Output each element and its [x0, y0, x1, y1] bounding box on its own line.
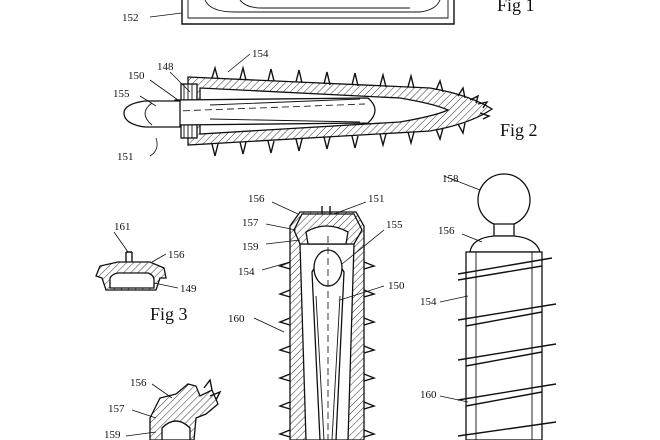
- label-156-fig3: 156: [168, 249, 185, 261]
- label-161: 161: [114, 221, 131, 233]
- label-154-section: 154: [238, 266, 255, 278]
- partial-leader-156: [151, 383, 173, 399]
- partial-recess: [161, 420, 191, 440]
- label-158: 158: [442, 173, 459, 185]
- section-leader-151: [333, 201, 367, 215]
- section-capsule-inner: [315, 295, 341, 440]
- fig1-outer-frame: [181, 0, 455, 25]
- fig2-spikes-top: [211, 65, 466, 99]
- section-cap-recess: [305, 225, 349, 245]
- label-152: 152: [122, 12, 139, 24]
- fig1-leader-152: [149, 12, 183, 18]
- label-157-section: 157: [242, 217, 259, 229]
- section-leader-150: [339, 285, 385, 301]
- partial-leader-159: [125, 431, 157, 437]
- fig2-spikes-bottom: [211, 122, 466, 157]
- figure-2: 154 148 150 155 151 Fig 2: [113, 48, 538, 163]
- fig1-body-outline: [204, 0, 441, 13]
- section-spikes-right: [363, 261, 377, 438]
- fig3-leader-161: [113, 231, 129, 253]
- label-151: 151: [117, 151, 134, 163]
- section-leader-157: [265, 223, 297, 231]
- label-155-section: 155: [386, 219, 403, 231]
- figure-section-view: 156 151 157 155 159 154 150 160: [228, 193, 405, 440]
- figure-1: 152 Fig 1: [122, 0, 535, 25]
- label-151-section: 151: [368, 193, 385, 205]
- section-leader-155: [341, 229, 385, 265]
- label-156-section: 156: [248, 193, 265, 205]
- label-156-screw: 156: [438, 225, 455, 237]
- section-leader-156: [271, 201, 299, 215]
- label-150-section: 150: [388, 280, 405, 292]
- screw-leader-154: [439, 295, 469, 303]
- figure-partial-bottom: 156 157 159: [104, 377, 222, 440]
- screw-threads: [457, 257, 557, 437]
- fig3-valve-stem: [125, 251, 133, 262]
- fig3-leader-149: [153, 282, 179, 289]
- section-leader-160: [253, 317, 285, 333]
- fig3-leader-156: [151, 253, 167, 263]
- section-leader-154: [261, 261, 291, 271]
- fig2-leader-148: [169, 71, 191, 93]
- fig2-centerline: [149, 103, 366, 113]
- fig2-caption: Fig 2: [500, 120, 538, 140]
- label-157-partial: 157: [108, 403, 125, 415]
- label-149: 149: [180, 283, 197, 295]
- fig2-tip-spikes: [469, 94, 491, 120]
- fig3-cap-recess: [109, 272, 155, 289]
- screw-shoulder: [469, 235, 541, 253]
- partial-leader-157: [131, 409, 157, 419]
- label-160-screw: 160: [420, 389, 437, 401]
- label-155: 155: [113, 88, 130, 100]
- label-160-section: 160: [228, 313, 245, 325]
- fig3-caption: Fig 3: [150, 304, 188, 324]
- fig1-inner-frame: [187, 0, 449, 19]
- screw-ball-head: [477, 173, 531, 227]
- fig2-bulb-inner: [144, 102, 153, 126]
- fig1-inner-body: [239, 0, 410, 9]
- label-156-partial: 156: [130, 377, 147, 389]
- figure-screw-view: 158 156 154 160: [420, 173, 557, 440]
- fig2-leader-154: [227, 53, 251, 73]
- label-159-section: 159: [242, 241, 259, 253]
- figure-3: 161 156 149 Fig 3: [95, 221, 197, 324]
- label-148: 148: [157, 61, 174, 73]
- fig2-leader-150: [149, 79, 179, 101]
- fig2-bulb: [123, 100, 181, 128]
- section-valve: [321, 206, 331, 214]
- screw-leader-160: [439, 395, 469, 403]
- screw-leader-158: [443, 175, 481, 191]
- screw-shaft-shade: [475, 252, 533, 440]
- partial-spikes: [203, 378, 222, 401]
- label-154-screw: 154: [420, 296, 437, 308]
- section-leader-159: [265, 239, 301, 245]
- section-spikes-left: [277, 261, 291, 438]
- label-150: 150: [128, 70, 145, 82]
- label-154: 154: [252, 48, 269, 60]
- fig2-leader-151: [149, 137, 158, 157]
- fig2-capsule-inner: [209, 98, 361, 123]
- screw-leader-156: [461, 233, 483, 243]
- screw-shaft: [465, 251, 543, 440]
- fig2-leader-155: [139, 95, 157, 107]
- label-159-partial: 159: [104, 429, 121, 440]
- fig1-caption: Fig 1: [497, 0, 535, 15]
- screw-neck: [493, 223, 515, 237]
